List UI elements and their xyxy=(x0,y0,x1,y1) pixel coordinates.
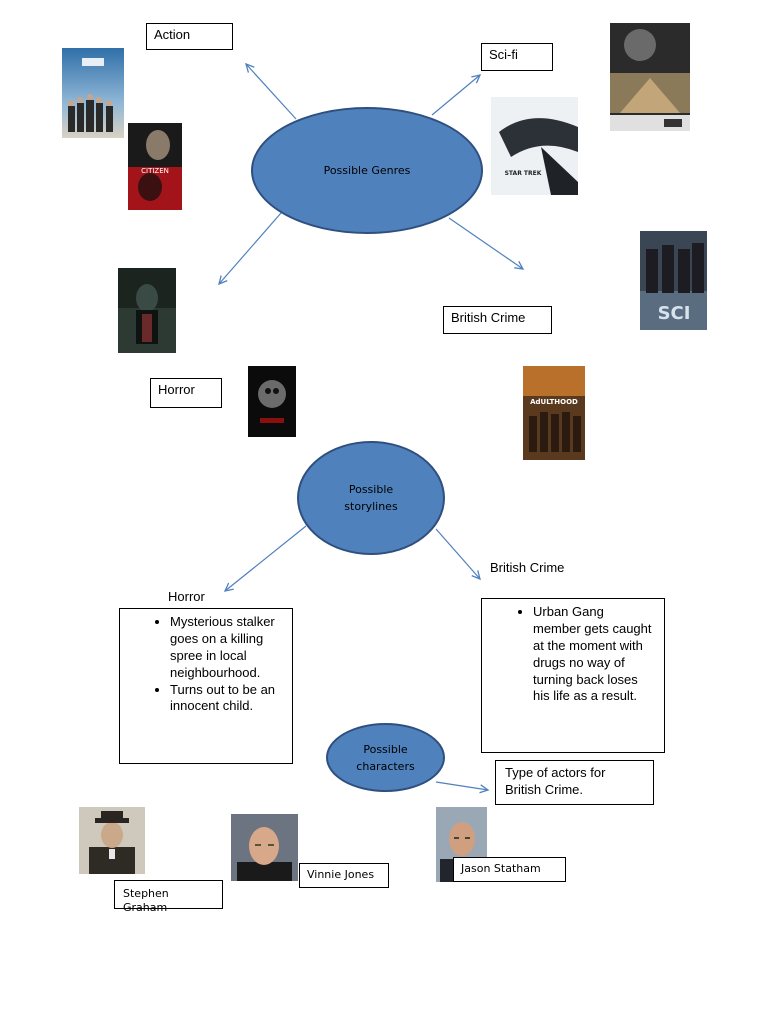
horror-storyline-item: Turns out to be an innocent child. xyxy=(170,682,284,716)
law-abiding-citizen-poster: CITIZEN xyxy=(128,123,182,210)
vinnie-jones-photo xyxy=(231,814,298,881)
horror-label-box: Horror xyxy=(150,378,222,408)
crime-storyline-item: Urban Gang member gets caught at the mom… xyxy=(533,604,654,705)
scifi-label-box: Sci-fi xyxy=(481,43,553,71)
crime-storyline-box: Urban Gang member gets caught at the mom… xyxy=(481,598,665,753)
arrow-to-british-crime xyxy=(448,217,523,269)
4-3-2-1-poster: SCI xyxy=(640,231,707,330)
horror-storyline-box: Mysterious stalker goes on a killing spr… xyxy=(119,608,293,764)
crime-storyline-list: Urban Gang member gets caught at the mom… xyxy=(482,604,654,705)
arrow-to-action xyxy=(246,64,297,120)
arrow-to-horror xyxy=(219,212,282,284)
possible-genres-label: Possible Genres xyxy=(323,164,411,177)
adulthood-title: AdULTHOOD xyxy=(530,398,578,406)
action-label-box: Action xyxy=(146,23,233,50)
horror-small-poster xyxy=(248,366,296,437)
british-crime-label-box: British Crime xyxy=(443,306,552,334)
star-wars-poster xyxy=(610,23,690,131)
possible-characters-ellipse: Possible characters xyxy=(326,723,445,792)
arrow-to-horror-storyline xyxy=(225,525,307,591)
characters-label-line2: characters xyxy=(356,759,415,773)
british-crime-label: British Crime xyxy=(451,310,526,325)
possible-genres-ellipse: Possible Genres xyxy=(251,107,483,234)
actor-name-box: Vinnie Jones xyxy=(299,863,389,888)
characters-label-line1: Possible xyxy=(363,742,408,756)
svg-text:SCI: SCI xyxy=(658,303,691,324)
actor-name: Stephen Graham xyxy=(123,887,169,915)
actor-name-box: Jason Statham xyxy=(453,857,566,882)
crime-storyline-heading: British Crime xyxy=(490,560,565,575)
horror-storyline-list: Mysterious stalker goes on a killing spr… xyxy=(120,614,284,715)
actor-name-box: Stephen Graham xyxy=(114,880,223,914)
arrow-to-actor-type xyxy=(435,781,488,790)
scifi-label: Sci-fi xyxy=(489,47,518,62)
arrow-to-crime-storyline xyxy=(435,528,480,579)
storylines-label-line2: storylines xyxy=(344,500,398,513)
star-trek-title: STAR TREK xyxy=(505,170,542,177)
stephen-graham-photo xyxy=(79,807,145,874)
possible-storylines-ellipse: Possible storylines xyxy=(297,441,445,555)
horror-storyline-heading: Horror xyxy=(168,589,205,604)
actor-type-box: Type of actors for British Crime. xyxy=(495,760,654,805)
storylines-label-line1: Possible xyxy=(348,483,394,496)
star-trek-poster: STAR TREK xyxy=(491,97,578,195)
actor-name: Vinnie Jones xyxy=(307,868,375,881)
adulthood-poster: AdULTHOOD xyxy=(523,366,585,460)
horror-storyline-item: Mysterious stalker goes on a killing spr… xyxy=(170,614,284,682)
action-label: Action xyxy=(154,27,191,42)
fast-five-poster xyxy=(62,48,124,138)
the-grudge-poster xyxy=(118,268,176,353)
arrow-to-scifi xyxy=(431,75,480,116)
citizen-title: CITIZEN xyxy=(141,167,169,175)
actor-name: Jason Statham xyxy=(461,862,541,875)
actor-type-label: Type of actors for British Crime. xyxy=(505,765,606,797)
horror-label: Horror xyxy=(158,382,195,397)
